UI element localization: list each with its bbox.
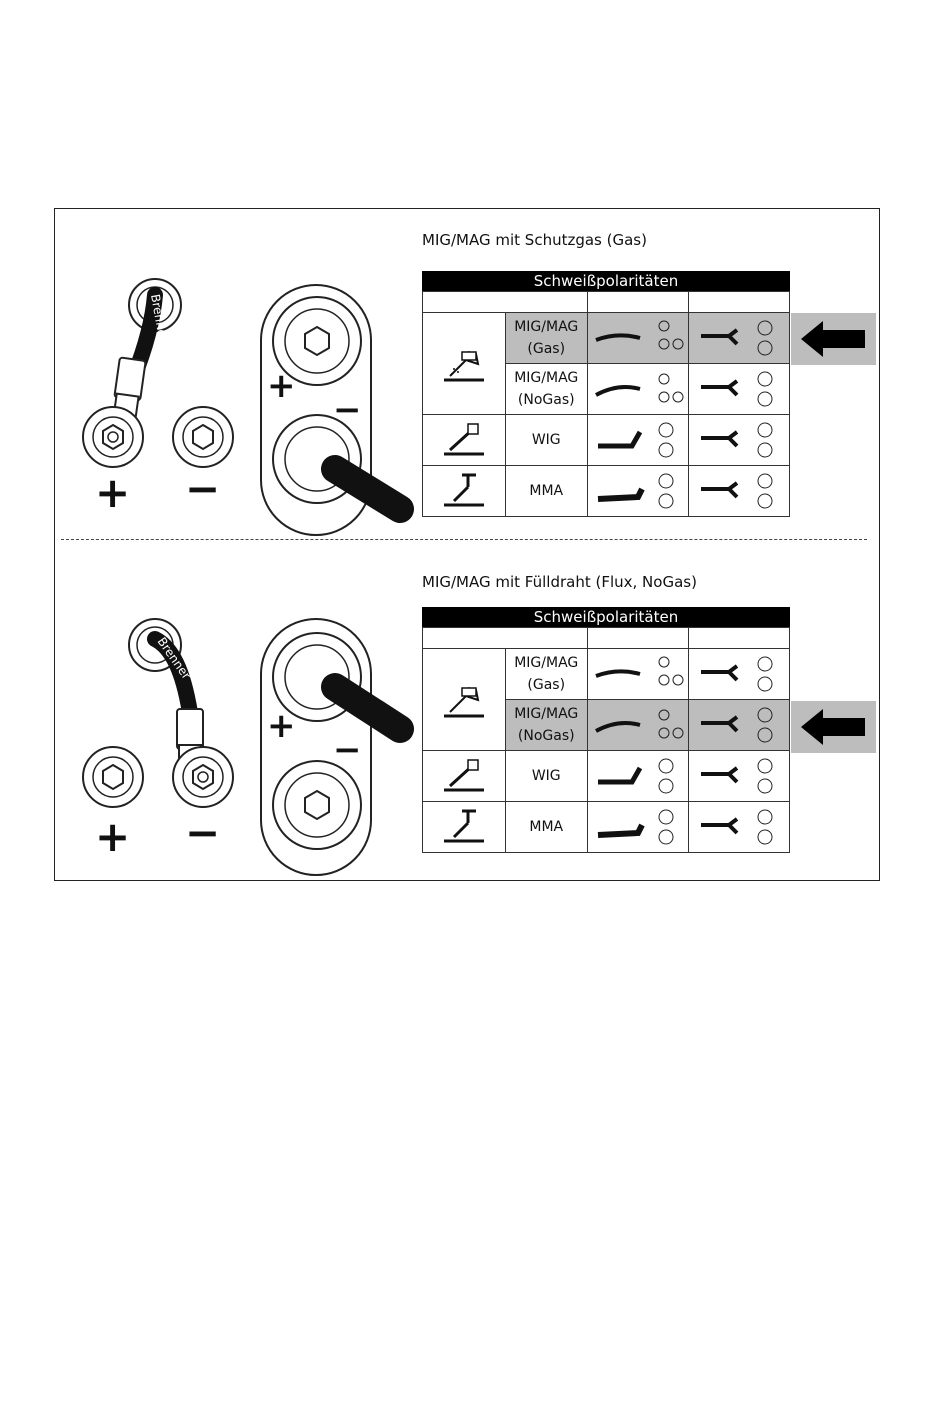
torch-polarity-cell xyxy=(588,415,689,466)
earth-clamp-icon xyxy=(689,802,790,853)
earth-clamp-icon xyxy=(689,649,790,700)
torch-polarity-cell xyxy=(588,700,689,751)
plus-terminal xyxy=(83,747,143,807)
minus-sign: − xyxy=(185,464,220,513)
mode-label: MMA xyxy=(505,466,588,517)
blank-cell xyxy=(423,292,588,313)
section-flux: Brenner + − + xyxy=(55,549,881,882)
mig-torch-icon xyxy=(423,313,506,415)
arrow-left-icon xyxy=(791,701,876,753)
mode-label: MMA xyxy=(505,802,588,853)
earth-clamp-icon xyxy=(689,313,790,364)
terminal-diagram-gas: Brenner + − xyxy=(55,209,415,539)
minus-terminal xyxy=(173,747,233,807)
table-header: Schweißpolaritäten xyxy=(422,271,790,291)
terminal-diagram-flux: Brenner + − + xyxy=(55,549,415,882)
minus-terminal xyxy=(173,407,233,467)
blank-cell xyxy=(588,292,689,313)
section-divider xyxy=(61,539,867,540)
mig-torch-icon xyxy=(423,649,506,751)
section-title: MIG/MAG mit Schutzgas (Gas) xyxy=(422,231,647,249)
plus-terminal xyxy=(83,407,143,467)
tig-torch-icon xyxy=(423,751,506,802)
polarity-grid: MIG/MAG (Gas) MIG/MAG (NoGas) xyxy=(422,291,790,517)
earth-clamp-icon xyxy=(689,751,790,802)
mode-label: MIG/MAG (Gas) xyxy=(505,313,588,364)
blank-cell xyxy=(689,628,790,649)
polarity-figure: Brenner + − xyxy=(54,208,880,881)
torch-polarity-cell xyxy=(588,649,689,700)
torch-polarity-cell xyxy=(588,313,689,364)
plus-sign: + xyxy=(95,812,130,861)
mode-label: WIG xyxy=(505,751,588,802)
section-gas: Brenner + − xyxy=(55,209,881,539)
mode-label: MIG/MAG (Gas) xyxy=(505,649,588,700)
blank-cell xyxy=(588,628,689,649)
polarity-table: Schweißpolaritäten MIG/MAG (Gas) xyxy=(422,271,790,517)
section-title: MIG/MAG mit Fülldraht (Flux, NoGas) xyxy=(422,573,697,591)
panel-minus: − xyxy=(333,730,362,770)
panel-minus: − xyxy=(333,390,362,430)
torch-polarity-cell xyxy=(588,802,689,853)
torch-polarity-cell xyxy=(588,466,689,517)
polarity-table: Schweißpolaritäten MIG/MAG (Gas) xyxy=(422,607,790,853)
torch-polarity-cell xyxy=(588,751,689,802)
torch-polarity-cell xyxy=(588,364,689,415)
earth-clamp-icon xyxy=(689,466,790,517)
minus-sign: − xyxy=(185,808,220,857)
table-header: Schweißpolaritäten xyxy=(422,607,790,627)
earth-clamp-icon xyxy=(689,415,790,466)
mma-electrode-icon xyxy=(423,466,506,517)
mode-label: WIG xyxy=(505,415,588,466)
polarity-grid: MIG/MAG (Gas) MIG/MAG (NoGas) xyxy=(422,627,790,853)
highlight-arrow xyxy=(791,313,876,365)
mode-label: MIG/MAG (NoGas) xyxy=(505,700,588,751)
machine-terminal-panel xyxy=(261,619,400,875)
panel-plus: + xyxy=(267,366,296,406)
tig-torch-icon xyxy=(423,415,506,466)
panel-plus: + xyxy=(267,706,296,746)
plus-sign: + xyxy=(95,468,130,517)
highlight-arrow xyxy=(791,701,876,753)
earth-clamp-icon xyxy=(689,700,790,751)
blank-cell xyxy=(689,292,790,313)
mma-electrode-icon xyxy=(423,802,506,853)
arrow-left-icon xyxy=(791,313,876,365)
earth-clamp-icon xyxy=(689,364,790,415)
blank-cell xyxy=(423,628,588,649)
mode-label: MIG/MAG (NoGas) xyxy=(505,364,588,415)
machine-terminal-panel xyxy=(261,285,400,535)
